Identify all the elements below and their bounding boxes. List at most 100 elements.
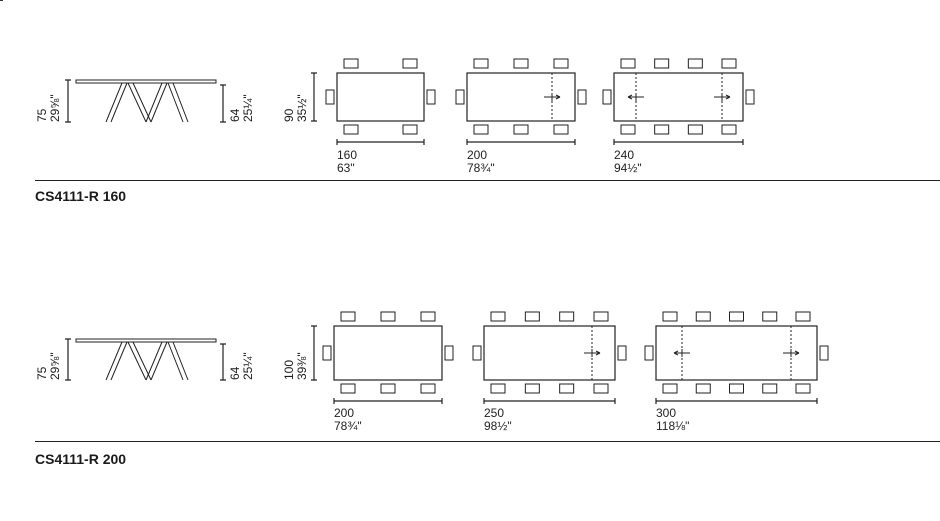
table-plan: [613, 72, 744, 122]
chair: [617, 345, 627, 361]
divider: [35, 441, 940, 442]
chair: [577, 89, 587, 105]
dimension-line: [220, 343, 226, 381]
chair: [644, 345, 654, 361]
chair: [729, 383, 744, 394]
width-cm: 250: [484, 406, 505, 420]
chair: [444, 345, 454, 361]
leg-height-in: 25¼": [241, 352, 255, 380]
chair: [687, 58, 703, 69]
height-in: 29⅝": [48, 94, 62, 122]
model-title: CS4111-R 200: [35, 451, 127, 467]
chair: [795, 383, 811, 394]
width-dimension-line: [613, 139, 744, 145]
dimension-line: [65, 79, 71, 123]
table-top: [75, 79, 217, 84]
chair: [472, 345, 482, 361]
height-in: 29⅝": [48, 352, 62, 380]
chair: [662, 383, 678, 394]
table-top: [75, 338, 217, 343]
extension-arrow-icon: [584, 349, 601, 357]
chair: [322, 345, 332, 361]
width-cm: 240: [614, 148, 635, 162]
chair: [380, 311, 396, 322]
width-cm: 160: [337, 148, 358, 162]
chair: [325, 89, 335, 105]
chair: [602, 89, 612, 105]
chair: [762, 383, 778, 394]
table-leg: [127, 82, 152, 123]
width-in: 78¾": [467, 161, 495, 175]
table-plan: [483, 325, 616, 381]
width-dimension-line: [483, 398, 616, 404]
chair: [402, 58, 418, 69]
chair: [620, 58, 636, 69]
chair: [762, 311, 778, 322]
chair: [559, 383, 575, 394]
table-leg: [167, 341, 189, 381]
chair: [490, 311, 506, 322]
model-title: CS4111-R 160: [35, 188, 127, 204]
chair: [721, 124, 737, 135]
chair: [490, 383, 506, 394]
width-in: 78¾": [334, 419, 362, 433]
chair: [795, 311, 811, 322]
chair: [420, 383, 436, 394]
leg-height-in: 25¼": [241, 94, 255, 122]
chair: [380, 383, 396, 394]
divider: [35, 180, 940, 181]
extension-arrow-icon: [783, 349, 800, 357]
chair: [654, 124, 670, 135]
chair: [695, 383, 711, 394]
extension-arrow-icon: [544, 93, 561, 101]
chair: [524, 383, 540, 394]
width-in: 94½": [614, 161, 642, 175]
table-plan: [466, 72, 576, 122]
width-dimension-line: [466, 139, 576, 145]
table-leg: [145, 341, 168, 381]
chair: [402, 124, 418, 135]
chair: [593, 311, 609, 322]
chair: [654, 58, 670, 69]
width-cm: 200: [467, 148, 488, 162]
table-leg: [167, 82, 189, 123]
depth-in: 39⅜": [295, 352, 309, 380]
chair: [473, 58, 489, 69]
table-plan: [333, 325, 443, 381]
extension-arrow-icon: [627, 93, 644, 101]
chair: [343, 58, 359, 69]
chair: [426, 89, 436, 105]
chair: [340, 383, 356, 394]
dimension-line: [311, 72, 317, 122]
table-leg: [105, 341, 128, 381]
table-plan: [336, 72, 425, 122]
chair: [620, 124, 636, 135]
width-cm: 200: [334, 406, 355, 420]
width-in: 118⅛": [656, 419, 690, 433]
dimension-line: [220, 84, 226, 123]
table-leg: [105, 82, 128, 123]
chair: [745, 89, 755, 105]
chair: [340, 311, 356, 322]
chair: [721, 58, 737, 69]
extension-arrow-icon: [673, 349, 690, 357]
extension-arrow-icon: [714, 93, 731, 101]
dimension-line: [65, 338, 71, 381]
chair: [729, 311, 744, 322]
table-leg: [145, 82, 168, 123]
chair: [819, 345, 829, 361]
chair: [695, 311, 711, 322]
width-dimension-line: [336, 139, 425, 145]
width-dimension-line: [655, 398, 818, 404]
table-leg: [127, 341, 152, 381]
